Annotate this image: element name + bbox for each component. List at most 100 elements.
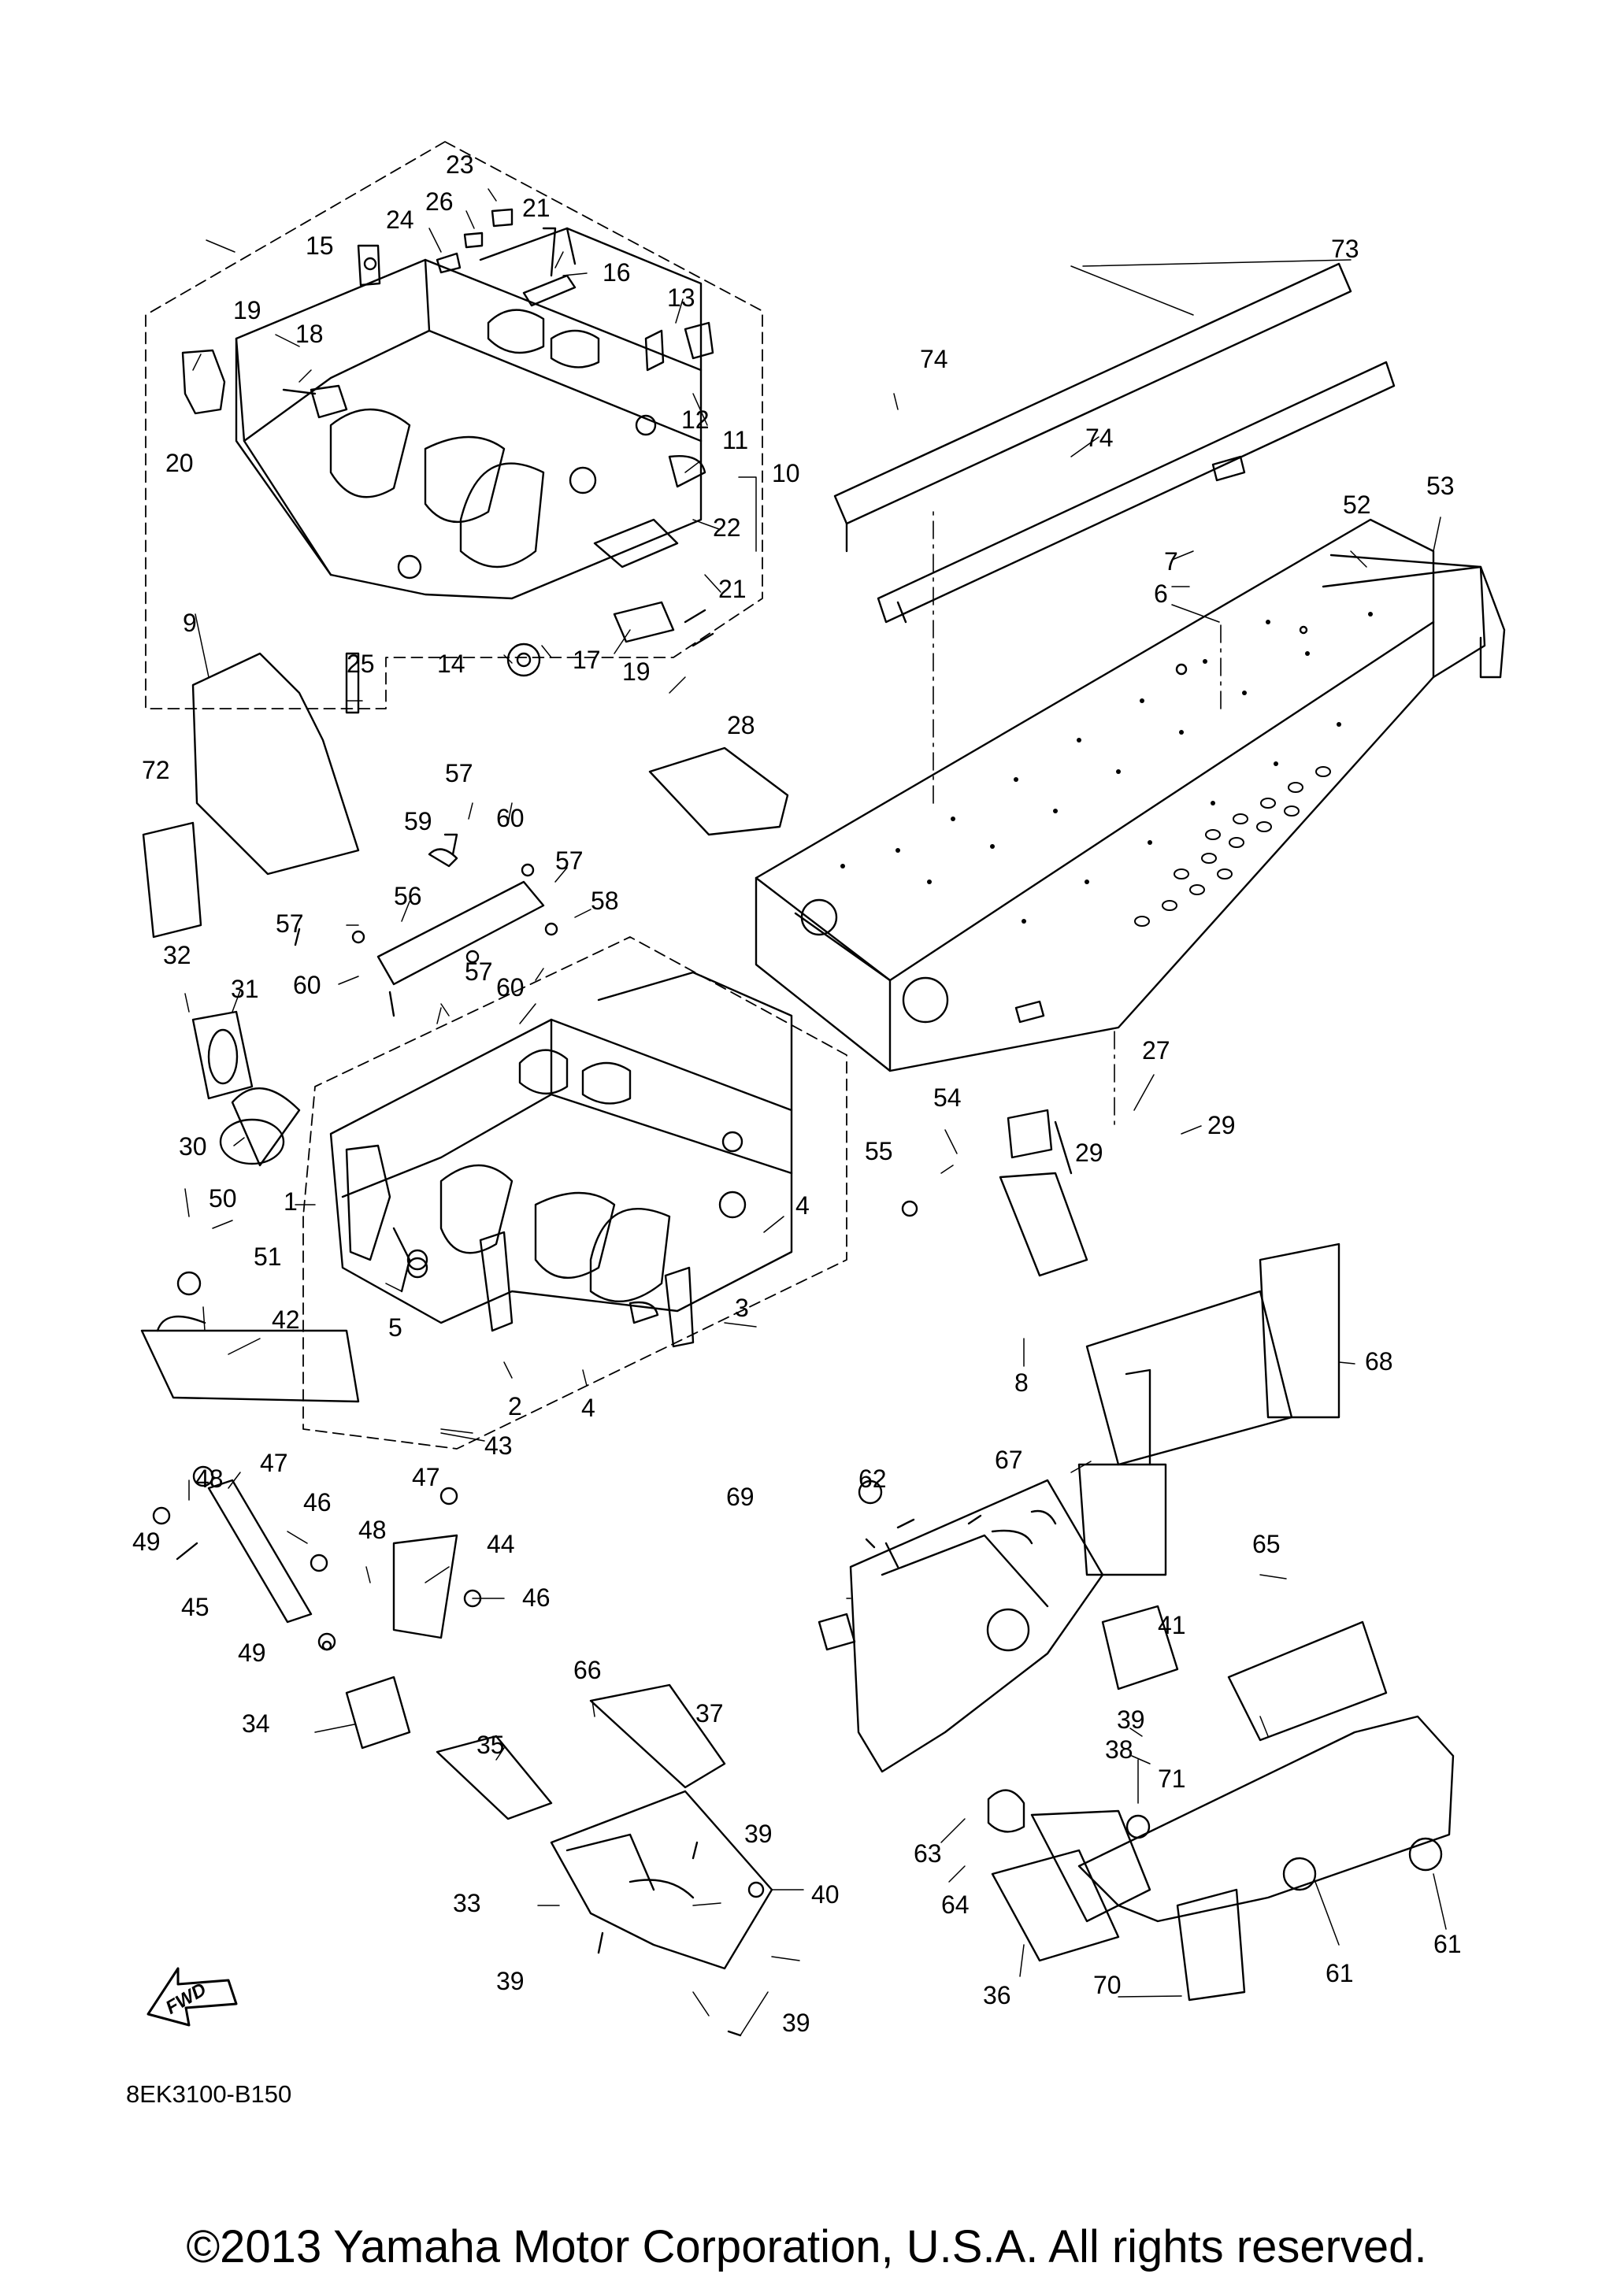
callout-52: 52 — [1343, 491, 1371, 519]
callout-42: 42 — [272, 1305, 300, 1334]
callout-57: 57 — [276, 909, 304, 938]
callout-16: 16 — [603, 258, 631, 287]
upper-frame-assembly-drawing — [145, 141, 763, 709]
callout-19: 19 — [233, 296, 261, 324]
callout-10: 10 — [772, 459, 800, 487]
callout-27: 27 — [1142, 1036, 1170, 1065]
callout-24: 24 — [386, 206, 414, 234]
tunnel-assembly-drawing — [648, 262, 1506, 1127]
callout-39: 39 — [744, 1820, 773, 1848]
callout-5: 5 — [388, 1313, 402, 1342]
callout-6: 6 — [1154, 580, 1168, 608]
callout-18: 18 — [295, 320, 324, 348]
callout-63: 63 — [914, 1839, 942, 1868]
callout-61: 61 — [1326, 1959, 1354, 1987]
callout-39: 39 — [496, 1967, 525, 1995]
callout-60: 60 — [293, 971, 321, 999]
callout-11: 11 — [722, 426, 749, 454]
callout-74: 74 — [1085, 424, 1114, 452]
callout-41: 41 — [1158, 1611, 1186, 1639]
right-body-panels-drawing — [818, 1109, 1455, 2002]
callout-14: 14 — [437, 650, 465, 678]
callout-60: 60 — [496, 973, 525, 1002]
callout-36: 36 — [983, 1981, 1011, 2009]
callout-30: 30 — [179, 1132, 207, 1161]
callout-62: 62 — [858, 1465, 887, 1493]
callout-4: 4 — [795, 1191, 810, 1220]
callout-7: 7 — [1164, 547, 1178, 576]
diagram-part-code: 8EK3100-B150 — [126, 2080, 292, 2108]
callout-35: 35 — [476, 1731, 505, 1759]
callout-70: 70 — [1093, 1971, 1122, 1999]
callout-57: 57 — [445, 759, 473, 787]
callout-57: 57 — [465, 957, 493, 986]
callout-leader-lines — [184, 188, 1447, 2036]
callout-12: 12 — [681, 406, 710, 434]
callout-46: 46 — [303, 1488, 332, 1516]
callout-56: 56 — [394, 882, 422, 910]
callout-46: 46 — [522, 1583, 551, 1612]
callout-29: 29 — [1207, 1111, 1236, 1139]
callout-43: 43 — [484, 1431, 513, 1460]
callout-13: 13 — [667, 283, 695, 312]
callout-65: 65 — [1252, 1530, 1281, 1558]
lower-left-parts-drawing — [436, 1683, 773, 2037]
callout-49: 49 — [132, 1528, 161, 1556]
callout-74: 74 — [920, 345, 948, 373]
callout-4: 4 — [581, 1394, 595, 1422]
callout-23: 23 — [446, 150, 474, 179]
callout-33: 33 — [453, 1889, 481, 1917]
callout-47: 47 — [260, 1449, 288, 1477]
callout-60: 60 — [496, 804, 525, 832]
callout-38: 38 — [1105, 1735, 1133, 1764]
callout-59: 59 — [404, 807, 432, 835]
callout-19: 19 — [622, 657, 651, 686]
callout-48: 48 — [195, 1465, 224, 1493]
callout-72: 72 — [142, 756, 170, 784]
callout-49: 49 — [238, 1639, 266, 1667]
callout-68: 68 — [1365, 1347, 1393, 1376]
callout-22: 22 — [713, 513, 741, 542]
callout-21: 21 — [718, 575, 747, 603]
callout-44: 44 — [487, 1530, 515, 1558]
callout-47: 47 — [412, 1463, 440, 1491]
callout-40: 40 — [811, 1880, 840, 1909]
callout-20: 20 — [165, 449, 194, 477]
callout-66: 66 — [573, 1656, 602, 1684]
callout-48: 48 — [358, 1516, 387, 1544]
callout-69: 69 — [726, 1483, 755, 1511]
callout-29: 29 — [1075, 1139, 1103, 1167]
callout-34: 34 — [242, 1709, 270, 1738]
callout-15: 15 — [306, 231, 334, 260]
callout-17: 17 — [573, 646, 601, 674]
callout-25: 25 — [347, 650, 375, 678]
callout-53: 53 — [1426, 472, 1455, 500]
callout-64: 64 — [941, 1890, 970, 1919]
callout-21: 21 — [522, 194, 551, 222]
callout-61: 61 — [1433, 1930, 1462, 1958]
callout-45: 45 — [181, 1593, 210, 1621]
callout-51: 51 — [254, 1242, 282, 1271]
callout-2: 2 — [508, 1392, 522, 1420]
callout-31: 31 — [231, 975, 259, 1003]
left-parts-drawing — [140, 652, 558, 1750]
callout-1: 1 — [284, 1187, 298, 1216]
callout-71: 71 — [1158, 1765, 1186, 1793]
callout-39: 39 — [1117, 1705, 1145, 1734]
callout-28: 28 — [727, 711, 755, 739]
callout-67: 67 — [995, 1446, 1023, 1474]
callout-50: 50 — [209, 1184, 237, 1213]
callout-37: 37 — [695, 1699, 724, 1728]
copyright-notice: ©2013 Yamaha Motor Corporation, U.S.A. A… — [186, 2221, 1427, 2272]
fwd-arrow-icon: FWD — [146, 1967, 238, 2027]
callout-54: 54 — [933, 1083, 962, 1112]
callout-57: 57 — [555, 846, 584, 875]
callout-58: 58 — [591, 887, 619, 915]
callout-3: 3 — [735, 1294, 749, 1322]
callout-26: 26 — [425, 187, 454, 216]
callout-55: 55 — [865, 1137, 893, 1165]
callout-73: 73 — [1331, 235, 1359, 263]
callout-32: 32 — [163, 941, 191, 969]
